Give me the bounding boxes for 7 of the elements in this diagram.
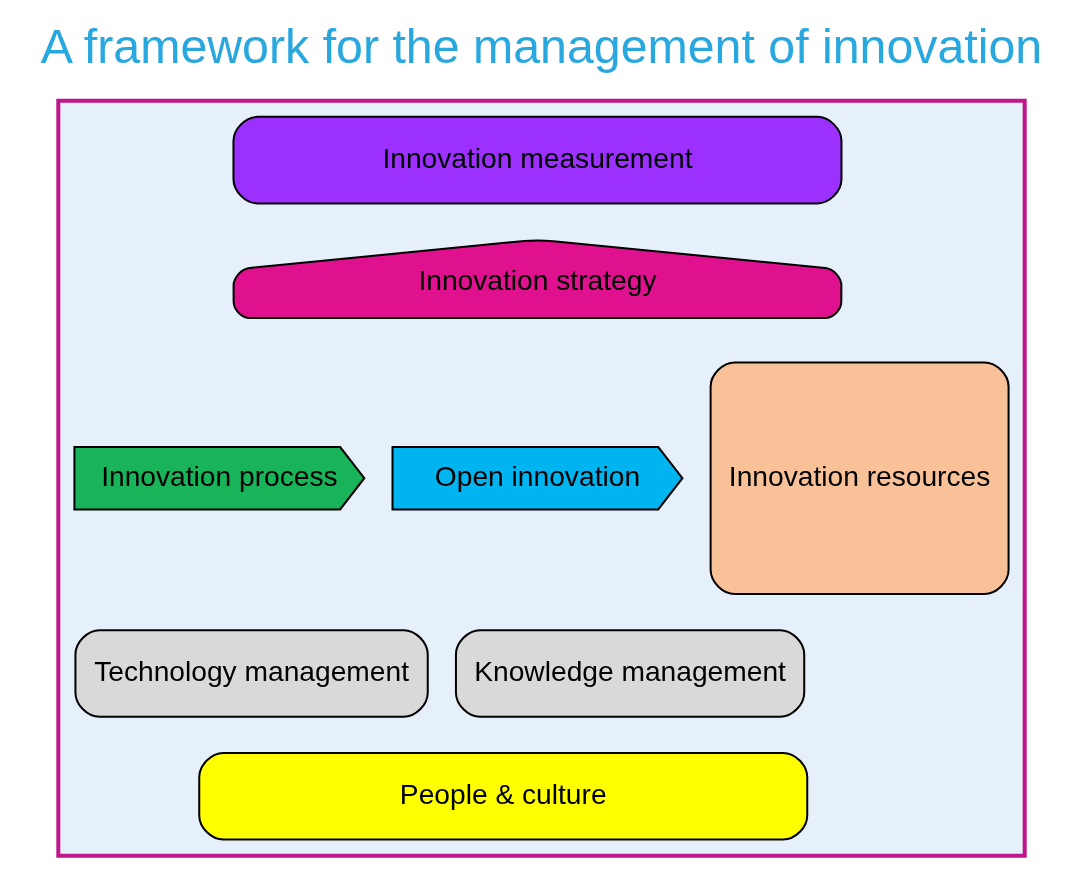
node-box: Innovation resources [709,361,1010,595]
cluster [55,98,1027,858]
node-box: Knowledge management [454,629,805,718]
node-box: Innovation measurement [231,115,842,205]
node-box: Technology management [73,629,429,718]
node-box: People & culture [197,752,808,841]
diagram-title: A framework for the management of innovation [40,18,1042,73]
